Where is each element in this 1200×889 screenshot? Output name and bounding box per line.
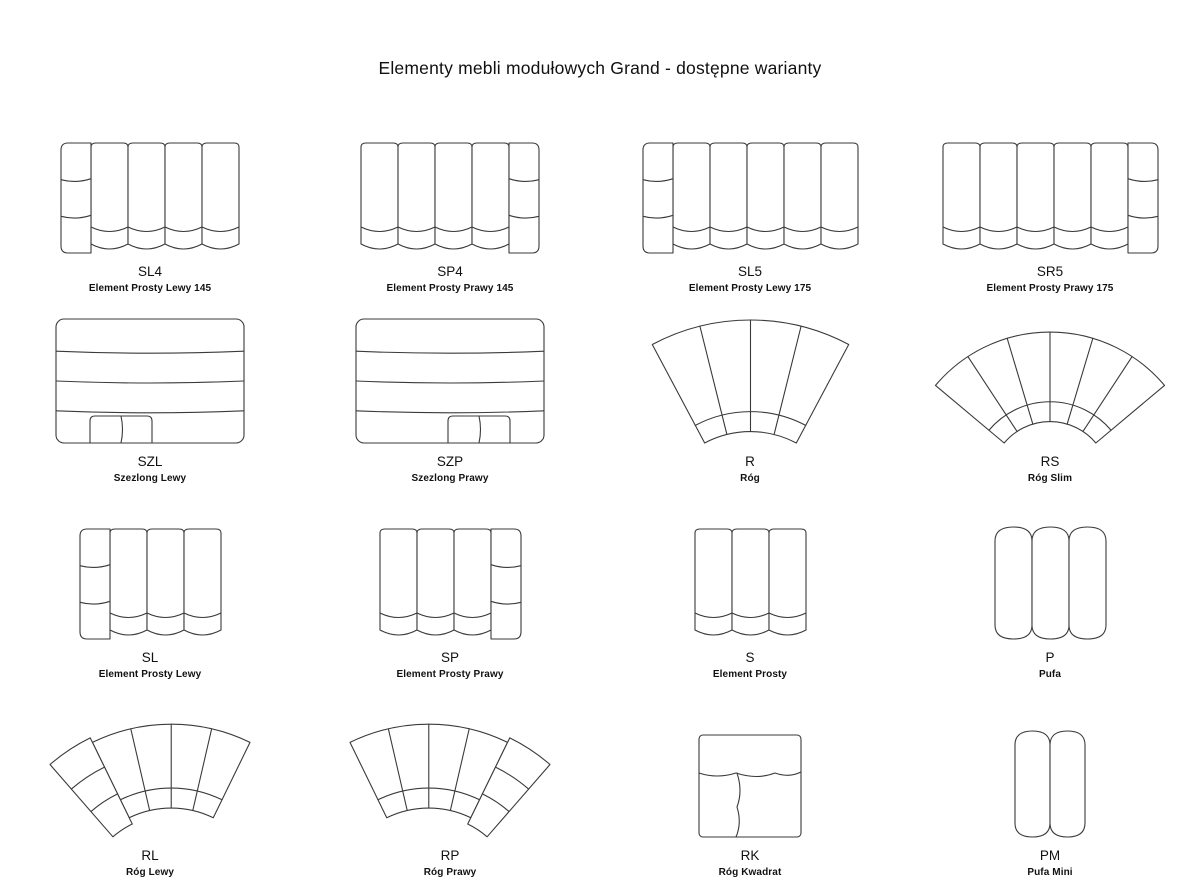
module-drawing-sl4 [59,137,241,255]
module-code: P [1045,650,1055,665]
module-drawing-rp [348,717,552,839]
module-name: Element Prosty Lewy 175 [688,283,812,294]
module-drawing-r [650,313,851,445]
module-code: R [745,454,755,469]
module-code: RS [1040,454,1060,469]
module-caption: SP Element Prosty Prawy [396,641,503,680]
module-code: SL [141,650,159,665]
module-caption: SZL Szezlong Lewy [114,445,186,484]
module-code: SZL [137,454,163,469]
module-caption: S Element Prosty [713,641,787,680]
module-name: Róg Slim [1027,473,1073,484]
module-drawing-s [693,521,808,641]
module-name: Pufa [1038,669,1062,680]
module-name: Element Prosty Prawy 145 [386,283,514,294]
module-card-rk: RK Róg Kwadrat [600,717,900,887]
module-code: SZP [436,454,464,469]
module-card-sl: SL Element Prosty Lewy [0,521,300,717]
module-drawing-sp [378,521,523,641]
module-name: Szezlong Lewy [113,473,187,484]
module-drawing-sl [78,521,223,641]
module-name: Szezlong Prawy [411,473,489,484]
module-name: Element Prosty Prawy [396,669,504,680]
module-drawing-rs [933,313,1167,445]
module-caption: RS Róg Slim [1028,445,1072,484]
module-card-pm: PM Pufa Mini [900,717,1200,887]
page-title: Elementy mebli modułowych Grand - dostęp… [378,58,822,78]
module-caption: SL Element Prosty Lewy [99,641,202,680]
module-drawing-pm [1013,717,1087,839]
module-name: Róg [740,473,760,484]
module-drawing-sl5 [641,137,860,255]
module-drawing-szp [354,313,546,445]
module-code: S [745,650,755,665]
module-card-rp: RP Róg Prawy [300,717,600,887]
module-card-rs: RS Róg Slim [900,313,1200,521]
module-name: Element Prosty Lewy 145 [88,283,212,294]
module-card-s: S Element Prosty [600,521,900,717]
module-name: Element Prosty Lewy [98,669,202,680]
module-drawing-p [993,521,1108,641]
module-code: SP [440,650,459,665]
module-drawing-sp4 [359,137,541,255]
module-card-p: P Pufa [900,521,1200,717]
module-caption: RK Róg Kwadrat [719,839,782,878]
module-name: Element Prosty Prawy 175 [986,283,1114,294]
module-drawing-sr5 [941,137,1160,255]
module-name: Róg Kwadrat [718,867,782,878]
module-code: SR5 [1036,264,1064,279]
module-drawing-rl [48,717,252,839]
module-code: RL [141,848,159,863]
module-code: RK [740,848,760,863]
module-code: SL5 [737,264,762,279]
module-name: Róg Prawy [423,867,477,878]
module-card-r: R Róg [600,313,900,521]
module-card-szp: SZP Szezlong Prawy [300,313,600,521]
module-caption: RP Róg Prawy [424,839,477,878]
module-code: PM [1039,848,1061,863]
module-caption: RL Róg Lewy [126,839,174,878]
module-card-rl: RL Róg Lewy [0,717,300,887]
module-name: Element Prosty [712,669,788,680]
module-drawing-szl [54,313,246,445]
module-name: Pufa Mini [1027,867,1073,878]
module-drawing-rk [697,717,803,839]
module-name: Róg Lewy [125,867,175,878]
module-caption: P Pufa [1039,641,1061,680]
module-card-sp: SP Element Prosty Prawy [300,521,600,717]
module-code: RP [440,848,460,863]
module-code: SL4 [137,264,162,279]
module-caption: PM Pufa Mini [1027,839,1072,878]
module-caption: R Róg [740,445,760,484]
module-code: SP4 [437,264,463,279]
module-caption: SZP Szezlong Prawy [412,445,489,484]
module-card-szl: SZL Szezlong Lewy [0,313,300,521]
